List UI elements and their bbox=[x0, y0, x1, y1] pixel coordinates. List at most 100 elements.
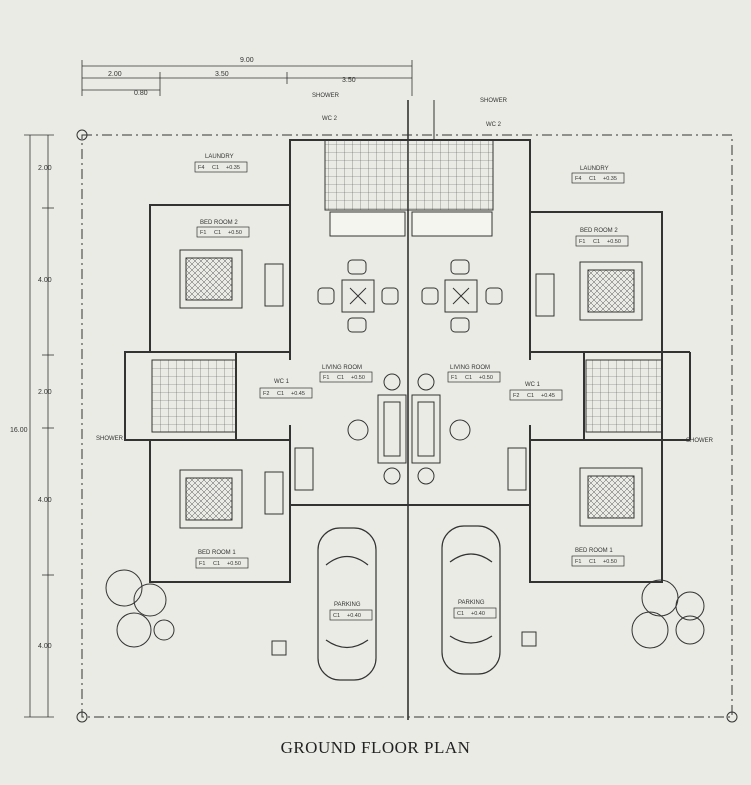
label-shower-left: SHOWER bbox=[96, 436, 124, 442]
label-parking-right: PARKING bbox=[458, 600, 485, 606]
finish-tag: F1 C1 +0.50 bbox=[196, 226, 250, 238]
dim-left-4: 4.00 bbox=[38, 497, 52, 504]
bed-icon bbox=[179, 249, 243, 309]
label-bedroom2-right: BED ROOM 2 bbox=[580, 228, 618, 234]
kitchen-counter-right bbox=[411, 211, 493, 237]
svg-text:+0.50: +0.50 bbox=[479, 375, 493, 381]
svg-text:C1: C1 bbox=[333, 613, 340, 619]
car-left-icon bbox=[317, 527, 377, 681]
drain-pit-icon bbox=[271, 640, 287, 656]
svg-text:C1: C1 bbox=[277, 391, 284, 397]
svg-text:+0.50: +0.50 bbox=[227, 561, 241, 567]
label-bedroom1-left: BED ROOM 1 bbox=[198, 550, 236, 556]
left-dimensions bbox=[24, 134, 54, 718]
dim-top-b: 3.50 bbox=[215, 71, 229, 78]
svg-text:F1: F1 bbox=[579, 239, 585, 245]
svg-text:F4: F4 bbox=[198, 165, 204, 171]
svg-text:+0.45: +0.45 bbox=[541, 393, 555, 399]
svg-text:C1: C1 bbox=[593, 239, 600, 245]
wc1-left-tile-area bbox=[151, 359, 237, 433]
label-living-right: LIVING ROOM bbox=[450, 365, 490, 371]
label-bedroom1-right: BED ROOM 1 bbox=[575, 548, 613, 554]
label-shower-top-left: SHOWER bbox=[312, 93, 340, 99]
label-living-left: LIVING ROOM bbox=[322, 365, 362, 371]
wardrobe-icon bbox=[535, 273, 555, 317]
label-wc1-right: WC 1 bbox=[525, 382, 541, 388]
dining-set-right bbox=[421, 259, 503, 333]
dim-left-total: 16.00 bbox=[10, 427, 28, 434]
side-table-icon bbox=[449, 419, 471, 441]
drain-pit-icon bbox=[521, 631, 537, 647]
kitchen-counter-left bbox=[329, 211, 406, 237]
label-shower-right: SHOWER bbox=[686, 438, 714, 444]
tree-icon bbox=[105, 569, 175, 648]
finish-tag: F1 C1 +0.50 bbox=[319, 371, 373, 383]
dim-left-3: 2.00 bbox=[38, 389, 52, 396]
svg-text:F1: F1 bbox=[200, 230, 206, 236]
finish-tag: F4 C1 +0.35 bbox=[194, 161, 248, 173]
dim-left-5: 4.00 bbox=[38, 643, 52, 650]
svg-text:C1: C1 bbox=[589, 559, 596, 565]
finish-tag: F4 C1 +0.35 bbox=[571, 172, 625, 184]
label-parking-left: PARKING bbox=[334, 602, 361, 608]
finish-tag: C1 +0.40 bbox=[453, 607, 497, 619]
label-laundry-left: LAUNDRY bbox=[205, 154, 234, 160]
wardrobe-icon bbox=[294, 447, 314, 491]
svg-text:F1: F1 bbox=[199, 561, 205, 567]
finish-tag: F1 C1 +0.50 bbox=[447, 371, 501, 383]
finish-tag: F1 C1 +0.50 bbox=[571, 555, 625, 567]
svg-text:C1: C1 bbox=[465, 375, 472, 381]
dim-top-a: 2.00 bbox=[108, 71, 122, 78]
svg-text:C1: C1 bbox=[212, 165, 219, 171]
tree-icon bbox=[631, 579, 705, 649]
dim-top-c: 3.50 bbox=[342, 77, 356, 84]
dim-top-total: 9.00 bbox=[240, 57, 254, 64]
svg-text:F1: F1 bbox=[575, 559, 581, 565]
wardrobe-icon bbox=[507, 447, 527, 491]
svg-text:+0.50: +0.50 bbox=[228, 230, 242, 236]
finish-tag: C1 +0.40 bbox=[329, 609, 373, 621]
svg-text:F2: F2 bbox=[513, 393, 519, 399]
svg-text:+0.50: +0.50 bbox=[351, 375, 365, 381]
svg-text:C1: C1 bbox=[214, 230, 221, 236]
svg-text:C1: C1 bbox=[527, 393, 534, 399]
svg-text:F4: F4 bbox=[575, 176, 581, 182]
svg-text:F1: F1 bbox=[451, 375, 457, 381]
bed-icon bbox=[579, 261, 643, 321]
svg-text:+0.40: +0.40 bbox=[471, 611, 485, 617]
bed-icon bbox=[179, 469, 243, 529]
finish-tag: F1 C1 +0.50 bbox=[575, 235, 629, 247]
bed-icon bbox=[579, 467, 643, 527]
svg-text:F1: F1 bbox=[323, 375, 329, 381]
svg-text:+0.35: +0.35 bbox=[226, 165, 240, 171]
svg-text:+0.45: +0.45 bbox=[291, 391, 305, 397]
label-laundry-right: LAUNDRY bbox=[580, 166, 609, 172]
label-shower-top-right: SHOWER bbox=[480, 98, 508, 104]
svg-text:+0.50: +0.50 bbox=[607, 239, 621, 245]
svg-text:C1: C1 bbox=[589, 176, 596, 182]
sofa-left bbox=[377, 373, 407, 485]
svg-text:F2: F2 bbox=[263, 391, 269, 397]
finish-tag: F2 C1 +0.45 bbox=[259, 387, 313, 399]
plan-caption: GROUND FLOOR PLAN bbox=[280, 738, 471, 757]
svg-text:C1: C1 bbox=[213, 561, 220, 567]
svg-text:C1: C1 bbox=[457, 611, 464, 617]
corner-marker bbox=[76, 129, 88, 141]
corner-marker bbox=[726, 711, 738, 723]
label-wc2-right: WC 2 bbox=[486, 122, 502, 128]
corner-marker bbox=[76, 711, 88, 723]
wardrobe-icon bbox=[264, 263, 284, 307]
svg-text:+0.50: +0.50 bbox=[603, 559, 617, 565]
dining-set-left bbox=[317, 259, 399, 333]
label-bedroom2-left: BED ROOM 2 bbox=[200, 220, 238, 226]
wc1-right-tile-area bbox=[585, 359, 663, 433]
side-table-icon bbox=[347, 419, 369, 441]
property-boundary bbox=[81, 134, 733, 718]
label-wc2-left: WC 2 bbox=[322, 116, 338, 122]
sofa-right bbox=[411, 373, 441, 485]
finish-tag: F1 C1 +0.50 bbox=[195, 557, 249, 569]
svg-text:C1: C1 bbox=[337, 375, 344, 381]
svg-text:+0.35: +0.35 bbox=[603, 176, 617, 182]
label-wc1-left: WC 1 bbox=[274, 379, 290, 385]
